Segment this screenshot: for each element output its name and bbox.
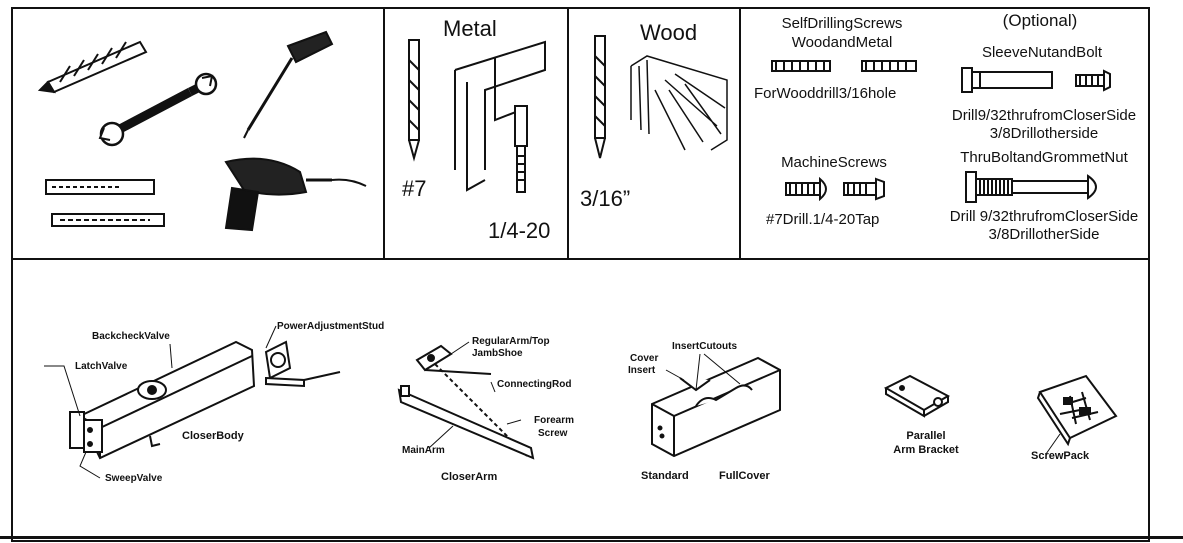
- metal-frame-icon: [455, 42, 545, 190]
- forearm-screw-label-2: Screw: [538, 428, 568, 439]
- bracket-illustration: [880, 370, 960, 420]
- divider-tools-metal: [383, 7, 385, 259]
- divider-wood-screws: [739, 7, 741, 259]
- self-drilling-subtitle: WoodandMetal: [791, 34, 893, 51]
- power-drill-icon: [226, 159, 366, 230]
- machine-screw-2-icon: [844, 179, 884, 199]
- optional-heading: (Optional): [1002, 11, 1078, 30]
- self-drilling-screw-icon: [772, 61, 830, 71]
- wood-illustration: [585, 30, 735, 180]
- sleeve-nut-icon: [962, 68, 1052, 92]
- screwdriver-icon: [244, 32, 332, 138]
- sleeve-note-1: Drill9/32thrufromCloserSide: [951, 107, 1137, 124]
- closer-leader-lines: [44, 326, 276, 478]
- closer-body-label: CloserBody: [182, 430, 244, 442]
- drill-bit-316-icon: [595, 36, 605, 158]
- tap-icon: [515, 106, 527, 192]
- power-adjustment-stud-label: PowerAdjustmentStud: [277, 321, 385, 332]
- closer-body-icon: [70, 342, 254, 458]
- closer-arm-leaders: [429, 342, 521, 448]
- jamb-shoe-label: JambShoe: [472, 348, 523, 359]
- divider-horizontal: [11, 258, 1150, 260]
- screw-pack-icon: [1038, 376, 1116, 444]
- metal-tap-label: 1/4-20: [488, 218, 551, 243]
- machine-screw-icon: [786, 179, 826, 199]
- screw-pack-leader: [1046, 434, 1060, 454]
- drill-bit-7-icon: [409, 40, 419, 158]
- forearm-screw-label-1: Forearm: [534, 415, 575, 426]
- drill-bit-icon: [40, 42, 146, 92]
- power-stud-bracket-icon: [266, 342, 340, 386]
- closer-arm-label: CloserArm: [441, 471, 498, 483]
- connecting-rod-label: ConnectingRod: [497, 379, 572, 390]
- machine-screws-illustration: [780, 176, 900, 202]
- regular-arm-label: RegularArm/Top: [472, 336, 550, 347]
- parallel-arm-bracket-icon: [886, 376, 948, 416]
- wood-drill-label: 3/16”: [580, 186, 631, 211]
- sleeve-bolt-icon: [1076, 71, 1110, 90]
- wrench-icon: [100, 74, 216, 145]
- metal-title: Metal: [443, 16, 497, 41]
- main-arm-label: MainArm: [402, 445, 445, 456]
- machine-screws-title: MachineScrews: [781, 154, 887, 171]
- screw-pack-label: ScrewPack: [1031, 450, 1090, 462]
- thru-note-2: 3/8DrillotherSide: [988, 226, 1100, 243]
- backcheck-valve-label: BackcheckValve: [92, 331, 170, 342]
- full-cover-label: FullCover: [719, 470, 770, 482]
- sleeve-nut-illustration: [960, 66, 1120, 96]
- self-drilling-note: ForWooddrill3/16hole: [754, 85, 897, 102]
- cover-insert-label-1: Cover: [630, 353, 659, 364]
- machine-screws-note: #7Drill.1/4-20Tap: [766, 211, 880, 228]
- self-drilling-screw-2-icon: [862, 61, 916, 71]
- metal-drill-label: #7: [402, 176, 427, 201]
- insert-cutouts-label: InsertCutouts: [672, 341, 737, 352]
- wood-title: Wood: [640, 20, 698, 45]
- closer-body-illustration: [40, 320, 360, 490]
- sleeve-note-2: 3/8Drillotherside: [989, 125, 1099, 142]
- sweep-valve-label: SweepValve: [105, 473, 163, 484]
- wood-frame-icon: [631, 56, 727, 150]
- standard-label: Standard: [641, 470, 689, 482]
- metal-illustration: [395, 30, 565, 230]
- cover-leaders: [666, 354, 740, 390]
- sleeve-nut-title: SleeveNutandBolt: [981, 44, 1103, 61]
- thru-bolt-icon: [966, 172, 1096, 202]
- latch-valve-label: LatchValve: [75, 361, 128, 372]
- diagram-frame: [11, 7, 1150, 542]
- tools-illustration: [30, 20, 380, 240]
- cover-illustration: [640, 340, 800, 460]
- self-drilling-title: SelfDrillingScrews: [781, 15, 903, 32]
- self-drilling-screws-illustration: [770, 58, 920, 74]
- closer-arm-illustration: [395, 330, 595, 480]
- cover-insert-label-2: Insert: [628, 365, 656, 376]
- bottom-edge: [0, 536, 1183, 539]
- bracket-label-2: Arm Bracket: [893, 444, 959, 456]
- screw-pack-illustration: [1020, 368, 1130, 468]
- divider-metal-wood: [567, 7, 569, 259]
- bracket-label-1: Parallel: [906, 430, 946, 442]
- thru-bolt-illustration: [962, 170, 1112, 204]
- thru-bolt-title: ThruBoltandGrommetNut: [960, 149, 1128, 166]
- full-cover-icon: [652, 358, 780, 456]
- closer-arm-icon: [399, 346, 533, 458]
- drill-bit-small-icon: [46, 180, 164, 226]
- thru-note-1: Drill 9/32thrufromCloserSide: [949, 208, 1139, 225]
